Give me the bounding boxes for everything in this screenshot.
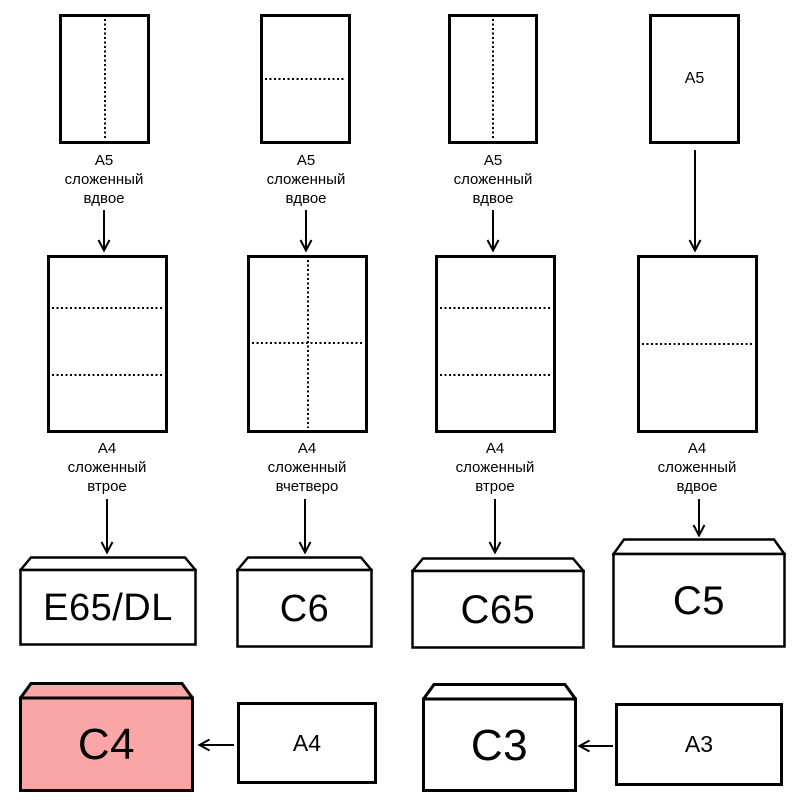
envelope-c65-label: C65: [460, 587, 536, 632]
paper-a5-half-vertical-2: [448, 14, 538, 144]
envelope-flap: [411, 557, 585, 573]
arrow-a4-to-c65: [488, 499, 502, 554]
envelope-c4-shape: [19, 682, 194, 792]
envelope-c5-label: C5: [672, 578, 726, 623]
arrow-a4-to-c6: [298, 499, 312, 554]
fold-line-horizontal: [265, 78, 346, 80]
envelope-c5-shape: [612, 538, 786, 648]
arrow-a5-to-a4-4: [688, 150, 702, 252]
envelope-body: [236, 568, 373, 648]
envelope-c5: C5: [612, 538, 786, 648]
fold-line-vertical: [492, 19, 494, 139]
caption-a4-folded-3: A4 сложенный втрое: [455, 440, 535, 495]
paper-a4-quarters: [247, 255, 368, 433]
paper-a5-half-horizontal: [260, 14, 351, 144]
arrow-a4-to-c4: [197, 738, 234, 752]
paper-a3-flat: A3: [615, 703, 783, 786]
caption-a5-folded-2: A5 сложенный вдвое: [266, 152, 346, 207]
envelope-e65dl-label: E65/DL: [43, 586, 173, 629]
envelope-c3: C3: [422, 683, 577, 792]
caption-a4-folded-2: A4 сложенный вчетверо: [267, 440, 347, 495]
arrow-a4-to-c5: [692, 499, 706, 537]
envelope-e65dl-shape: [19, 556, 197, 646]
envelope-flap: [236, 556, 373, 572]
fold-line-third-upper: [440, 307, 551, 309]
paper-a4-half: [637, 255, 758, 433]
envelope-c3-label: C3: [470, 720, 529, 770]
envelope-body: [19, 568, 197, 646]
arrow-a5-to-a4-3: [486, 210, 500, 252]
arrow-a4-to-e65dl: [100, 499, 114, 554]
envelope-flap: [612, 538, 786, 556]
caption-a4-folded-4: A4 сложенный вдвое: [657, 440, 737, 495]
envelope-body: [19, 696, 194, 792]
envelope-c4: C4: [19, 682, 194, 792]
fold-line-third-lower: [440, 374, 551, 376]
fold-line-third-upper: [52, 307, 163, 309]
caption-a5-folded-3: A5 сложенный вдвое: [453, 152, 533, 207]
envelope-flap: [422, 683, 577, 701]
fold-line-vertical: [306, 260, 309, 428]
paper-a4-flat: A4: [237, 702, 377, 784]
caption-a5-folded-1: A5 сложенный вдвое: [64, 152, 144, 207]
caption-a4-folded-1: A4 сложенный втрое: [67, 440, 147, 495]
paper-a5-unfolded-label: A5: [684, 70, 705, 87]
envelope-body: [411, 569, 585, 649]
paper-a5-unfolded: A5: [649, 14, 740, 144]
envelope-c65-shape: [411, 557, 585, 649]
envelope-flap: [19, 682, 194, 700]
envelope-c3-shape: [422, 683, 577, 792]
envelope-body: [612, 552, 786, 648]
envelope-c4-label: C4: [77, 720, 136, 769]
arrow-a5-to-a4-1: [97, 210, 111, 252]
fold-line-vertical: [103, 19, 106, 139]
envelope-c65: C65: [411, 557, 585, 649]
fold-line-third-lower: [52, 374, 163, 376]
paper-a4-flat-label: A4: [292, 729, 322, 756]
envelope-c6-shape: [236, 556, 373, 648]
paper-a5-half-vertical-1: [59, 14, 150, 144]
paper-a4-thirds-1: [47, 255, 168, 433]
paper-a4-thirds-2: [435, 255, 556, 433]
envelope-flap: [19, 556, 197, 572]
fold-line-horizontal: [642, 343, 753, 345]
envelope-e65dl: E65/DL: [19, 556, 197, 646]
paper-a3-flat-label: A3: [684, 731, 714, 757]
envelope-c6: C6: [236, 556, 373, 648]
fold-line-horizontal: [252, 342, 363, 344]
arrow-a5-to-a4-2: [299, 210, 313, 252]
envelope-body: [422, 697, 577, 792]
envelope-c6-label: C6: [279, 587, 330, 630]
arrow-a3-to-c3: [577, 739, 613, 753]
